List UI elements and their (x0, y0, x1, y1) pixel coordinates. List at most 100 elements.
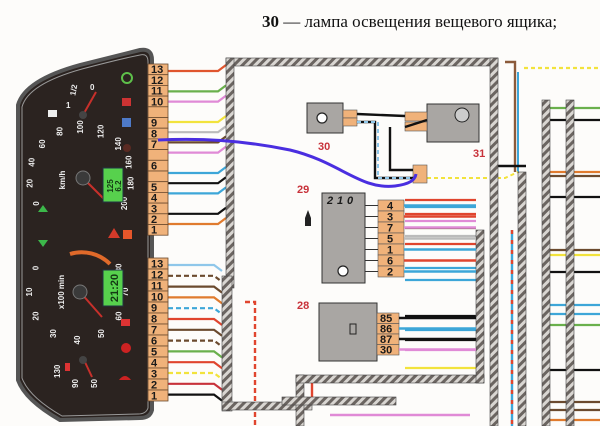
lcd-trip: 125 (106, 179, 115, 193)
brake-warning-icon (122, 98, 131, 106)
label-31: 31 (473, 148, 485, 160)
instrument-cluster (16, 47, 154, 423)
fuel-pump-icon (48, 110, 57, 117)
oil-pressure-icon (123, 230, 132, 239)
battery-icon (121, 319, 130, 326)
caption-text: — лампа освещения вещевого ящика; (283, 12, 558, 31)
ign-pin-3: 3 (387, 212, 393, 224)
indicator-icon (123, 144, 131, 152)
pin-5: 5 (151, 347, 157, 359)
ign-pin-6: 6 (387, 256, 393, 268)
tachometer: 0 10 20 30 40 50 60 70 80 x100 min (25, 250, 130, 344)
pin-8: 8 (151, 128, 157, 140)
tacho-tick-40: 40 (73, 335, 82, 344)
pin-2: 2 (151, 214, 157, 226)
pin-1: 1 (151, 225, 157, 237)
tacho-tick-70: 70 (121, 287, 130, 296)
pin-10: 10 (151, 292, 163, 304)
brake-icon (121, 343, 131, 353)
pin-4: 4 (151, 358, 158, 370)
key-icon (305, 210, 311, 226)
pin-2: 2 (151, 380, 157, 392)
pin-6: 6 (151, 161, 157, 173)
temp-tick-50: 50 (90, 379, 99, 388)
ign-pin-5: 5 (387, 234, 393, 246)
pin-1: 1 (151, 391, 157, 403)
tacho-tick-30: 30 (49, 329, 58, 338)
pin-7: 7 (151, 139, 157, 151)
pin-4: 4 (151, 193, 158, 205)
relay-pin-85: 85 (380, 313, 392, 325)
speedo-tick-200: 200 (120, 196, 129, 210)
pin-10: 10 (151, 96, 163, 108)
speedo-tick-100: 100 (76, 120, 85, 134)
tacho-tick-60: 60 (115, 311, 124, 320)
pin-9: 9 (151, 303, 157, 315)
tacho-tick-80: 80 (115, 263, 124, 272)
fuel-tick-0: 0 (90, 83, 95, 92)
pin-3: 3 (151, 203, 157, 215)
pin-13: 13 (151, 259, 163, 271)
turn-left-arrow-icon (38, 205, 48, 212)
speedo-tick-140: 140 (114, 137, 123, 151)
fuel-tick-half: 1/2 (68, 83, 79, 96)
switch-31: 31 (404, 103, 485, 160)
caption-number: 30 (262, 12, 279, 31)
odometer-lcd: 125 6.2 (102, 167, 124, 203)
pin-11: 11 (151, 281, 163, 293)
pin-3: 3 (151, 369, 157, 381)
pin-12: 12 (151, 270, 163, 282)
lamp-30: 30 (306, 102, 358, 153)
tacho-unit: x100 min (57, 275, 66, 309)
oil-can-icon (119, 376, 131, 380)
speedo-unit: km/h (58, 171, 67, 190)
tacho-tick-50: 50 (97, 329, 106, 338)
ign-pos-1: 1 (337, 195, 343, 207)
speedo-tick-80: 80 (55, 126, 64, 135)
relay-pin-86: 86 (380, 324, 392, 336)
temp-tick-90: 90 (71, 379, 80, 388)
ign-pin-4: 4 (387, 201, 394, 213)
ign-pin-7: 7 (387, 223, 393, 235)
relay-pin-30: 30 (380, 345, 392, 357)
label-28: 28 (297, 300, 309, 312)
fuel-gauge: 1 1/2 0 (48, 83, 97, 119)
harness-conduits (221, 57, 575, 426)
lcd-odo: 6.2 (114, 180, 123, 192)
pin-13: 13 (151, 64, 163, 76)
pin-5: 5 (151, 182, 157, 194)
pin-7: 7 (151, 325, 157, 337)
speedo-tick-120: 120 (97, 124, 106, 138)
pin-9: 9 (151, 118, 157, 130)
ign-pin-2: 2 (387, 267, 393, 279)
speedo-tick-160: 160 (125, 155, 134, 169)
relay-pin-87: 87 (380, 334, 392, 346)
pin-8: 8 (151, 314, 157, 326)
ign-pos-2: 2 (326, 195, 333, 207)
tacho-tick-10: 10 (25, 287, 34, 296)
lamp-icon (337, 265, 349, 277)
speedo-tick-180: 180 (127, 176, 136, 190)
highlight-wire (157, 137, 418, 188)
tacho-tick-0: 0 (31, 265, 40, 270)
speedo-tick-0: 0 (32, 201, 41, 206)
speedo-tick-20: 20 (25, 178, 34, 187)
ign-pos-0: 0 (347, 195, 354, 207)
pin-6: 6 (151, 336, 157, 348)
connector-30-31 (412, 164, 428, 184)
tacho-tick-20: 20 (31, 311, 40, 320)
turn-right-arrow-icon (38, 240, 48, 247)
hazard-icon (108, 228, 120, 238)
temp-gauge: 130 90 50 (53, 356, 99, 388)
caption: 30 — лампа освещения вещевого ящика; (262, 12, 557, 32)
label-30: 30 (318, 141, 330, 153)
clock-lcd: 21:20 (102, 269, 124, 307)
sidelights-icon (121, 72, 133, 84)
lamp-icon (316, 112, 328, 124)
